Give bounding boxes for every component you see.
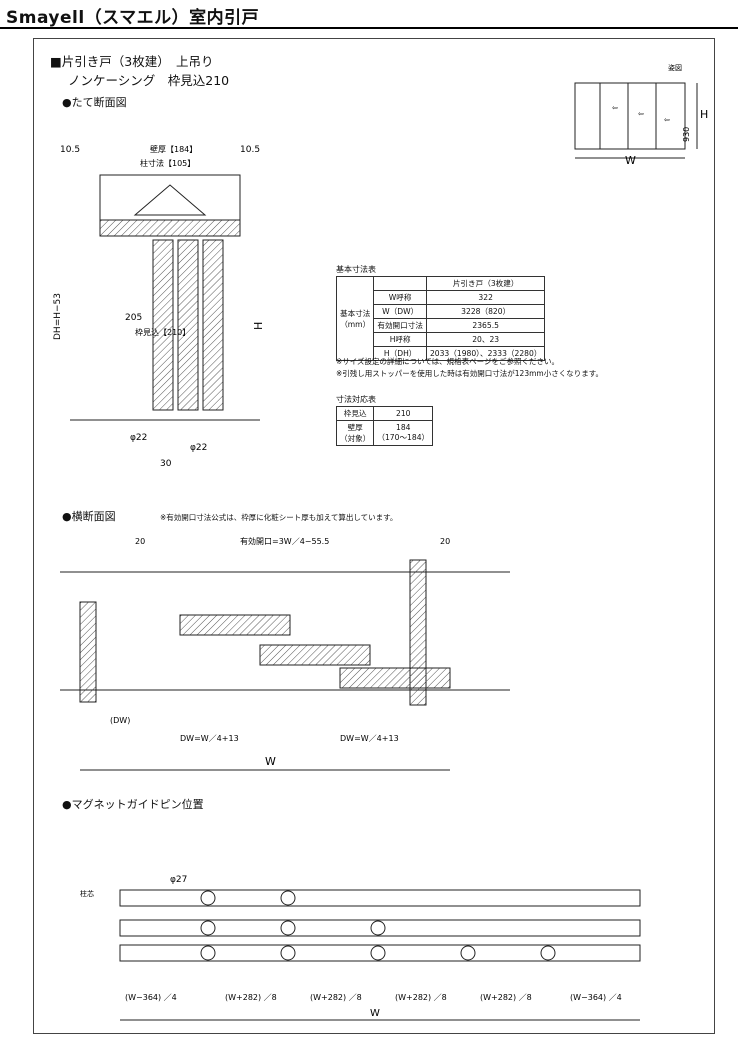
compat-table-key: 枠見込 bbox=[335, 406, 375, 421]
dim-label: DW=W／4+13 bbox=[340, 734, 399, 743]
head-bracket bbox=[133, 184, 207, 216]
basic-table-key: H呼称 bbox=[373, 332, 427, 347]
door-leaf-3 bbox=[339, 667, 451, 689]
elevation-w: W bbox=[625, 154, 636, 167]
dim-label: (W+282) ／8 bbox=[480, 993, 532, 1002]
track-rail bbox=[119, 889, 641, 907]
dim-label: 柱芯 bbox=[80, 889, 94, 898]
door-panel-1 bbox=[152, 239, 174, 411]
basic-table-key: W（DW） bbox=[373, 304, 427, 319]
basic-table-value: 322 bbox=[425, 290, 546, 305]
dim-label: 壁厚【184】 bbox=[150, 144, 197, 154]
magnet-pin bbox=[280, 890, 296, 906]
dim-label: (W−364) ／4 bbox=[125, 993, 177, 1002]
magnet-pin bbox=[280, 920, 296, 936]
basic-table-group-label: 基本寸法 （mm） bbox=[335, 276, 375, 361]
magnet-pin bbox=[280, 945, 296, 961]
elevation-sketch: 姿図 ⇦ ⇦ ⇦ W H 930 bbox=[574, 63, 708, 167]
basic-table-key: 有効開口寸法 bbox=[373, 318, 427, 333]
compat-table-value: 210 bbox=[373, 406, 434, 421]
magnet-pin bbox=[370, 920, 386, 936]
spec-line-2: ノンケーシング 枠見込210 bbox=[68, 73, 230, 88]
spec-line-1: ■片引き戸（3枚建） 上吊り bbox=[50, 54, 214, 69]
elevation-label: 姿図 bbox=[668, 63, 682, 72]
dim-label: 205 bbox=[125, 313, 142, 323]
dim-label: 30 bbox=[160, 459, 172, 469]
dim-label: DW=W／4+13 bbox=[180, 734, 239, 743]
magnet-pin-drawing: φ27 柱芯 (W−364) ／4 (W+282) ／8 (W+282) ／8 … bbox=[80, 875, 641, 1021]
dim-label: (W+282) ／8 bbox=[225, 993, 277, 1002]
elevation-outline bbox=[574, 82, 686, 150]
vertical-section-drawing: 10.5 壁厚【184】 10.5 柱寸法【105】 205 枠見込【210】 … bbox=[53, 144, 265, 469]
door-panel-3 bbox=[202, 239, 224, 411]
head-frame bbox=[99, 219, 241, 237]
elevation-930: 930 bbox=[682, 127, 691, 142]
basic-table-note-2: ※引残し用ストッパーを使用した時は有効開口寸法が123mm小さくなります。 bbox=[336, 369, 603, 378]
track-rail bbox=[119, 919, 641, 937]
magnet-pin bbox=[200, 890, 216, 906]
horizontal-section-heading: ●横断面図 bbox=[62, 510, 116, 523]
basic-table-empty bbox=[373, 276, 427, 291]
magnet-pin bbox=[200, 945, 216, 961]
magnet-pin bbox=[460, 945, 476, 961]
compat-table-value: 184 （170〜184） bbox=[373, 420, 434, 446]
dim-label: 20 bbox=[135, 537, 145, 546]
dim-label: 10.5 bbox=[60, 145, 80, 155]
dim-label: (W+282) ／8 bbox=[310, 993, 362, 1002]
compat-table-caption: 寸法対応表 bbox=[336, 395, 376, 404]
vertical-section-heading: ●たて断面図 bbox=[62, 96, 127, 109]
dim-label: φ22 bbox=[130, 433, 147, 443]
elevation-arrow: ⇦ bbox=[664, 116, 670, 124]
title-underline bbox=[0, 27, 738, 29]
dim-label: (W+282) ／8 bbox=[395, 993, 447, 1002]
elevation-arrow: ⇦ bbox=[638, 110, 644, 118]
dim-label: 柱寸法【105】 bbox=[140, 158, 195, 168]
basic-table-value: 3228（820） bbox=[425, 304, 546, 319]
basic-table-value: 2033（1980）、2333（2280） bbox=[425, 346, 546, 361]
track-rail bbox=[119, 944, 641, 962]
dim-label: 10.5 bbox=[240, 145, 260, 155]
magnet-pin bbox=[200, 920, 216, 936]
magnet-pin bbox=[370, 945, 386, 961]
basic-table-caption: 基本寸法表 bbox=[336, 265, 376, 274]
door-leaf-1 bbox=[179, 614, 291, 636]
basic-table-key: W呼称 bbox=[373, 290, 427, 305]
elevation-arrow: ⇦ bbox=[612, 104, 618, 112]
drawing-frame bbox=[33, 38, 715, 1034]
dim-label: W bbox=[265, 755, 276, 768]
dim-label: 枠見込【210】 bbox=[135, 327, 190, 337]
compat-table-key: 壁厚 （対象） bbox=[335, 420, 375, 446]
basic-table-value: 2365.5 bbox=[425, 318, 546, 333]
dim-label: φ22 bbox=[190, 443, 207, 453]
dim-label: (W−364) ／4 bbox=[570, 993, 622, 1002]
horizontal-section-drawing: 20 有効開口=3W／4−55.5 20 (DW) DW=W／4+13 DW=W… bbox=[60, 536, 510, 771]
dim-label: DH=H−53 bbox=[53, 293, 63, 340]
basic-table-key: H（DH） bbox=[373, 346, 427, 361]
door-panel-2 bbox=[177, 239, 199, 411]
basic-table-value: 20、23 bbox=[425, 332, 546, 347]
basic-table-header: 片引き戸（3枚建） bbox=[425, 276, 546, 291]
left-frame bbox=[79, 601, 97, 703]
magnet-pin bbox=[540, 945, 556, 961]
dim-label: (DW) bbox=[110, 716, 130, 725]
dim-label: H bbox=[252, 322, 265, 330]
door-leaf-2 bbox=[259, 644, 371, 666]
elevation-h: H bbox=[700, 108, 708, 121]
dim-label: 有効開口=3W／4−55.5 bbox=[240, 536, 329, 546]
head-wall bbox=[99, 174, 241, 221]
basic-table-note-1: ※サイズ設定の詳細については、規格表ページをご参照ください。 bbox=[336, 357, 560, 366]
magnet-pin-heading: ●マグネットガイドピン位置 bbox=[62, 798, 204, 811]
page-title: Smayell（スマエル）室内引戸 bbox=[6, 8, 260, 28]
dim-label: φ27 bbox=[170, 875, 187, 885]
dim-label: W bbox=[370, 1008, 380, 1019]
horizontal-section-note: ※有効開口寸法公式は、枠厚に化粧シート厚も加えて算出しています。 bbox=[160, 513, 398, 522]
dim-label: 20 bbox=[440, 537, 450, 546]
